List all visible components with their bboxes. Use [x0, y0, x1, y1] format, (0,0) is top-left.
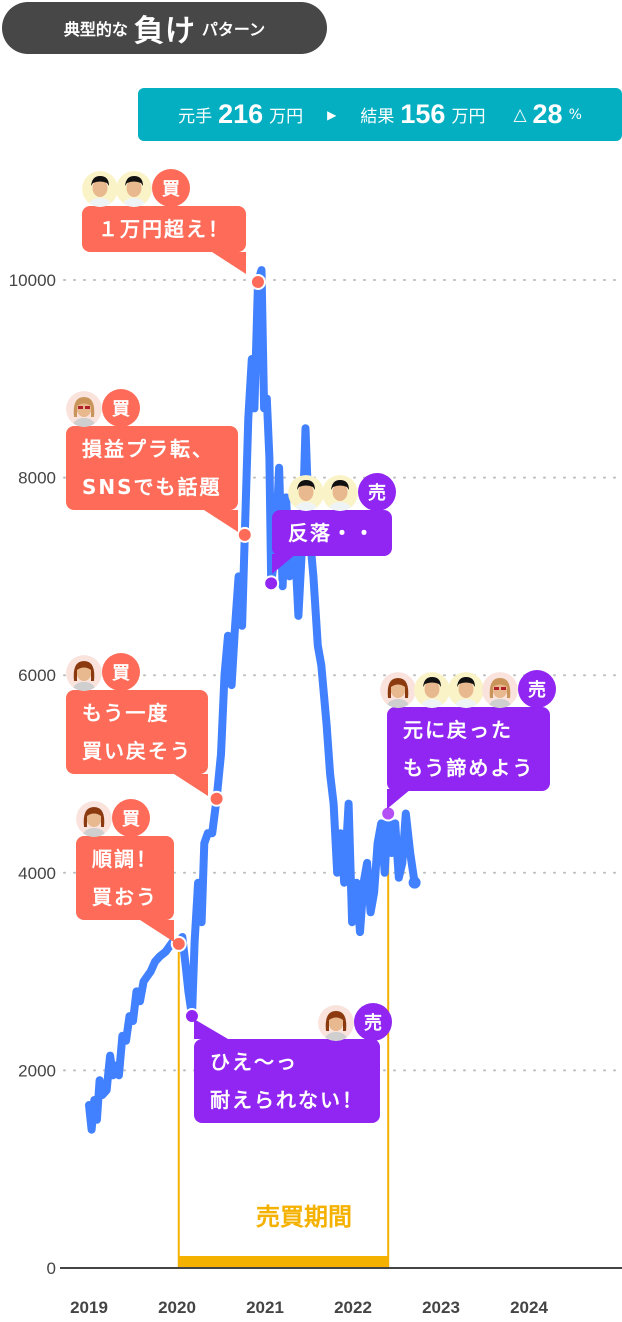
avatar-man-messy-hair-icon: [414, 672, 450, 708]
period-bar: [178, 1256, 389, 1268]
avatar-man-neat-hair-icon: [448, 672, 484, 708]
sell-annotation-bubble: 反落・・: [272, 510, 392, 556]
avatar-man-neat-hair-icon: [322, 475, 358, 511]
result-value: 156: [400, 99, 446, 129]
annotation-text-line: 耐えられない！: [210, 1088, 364, 1112]
avatar-man-messy-hair-icon: [288, 475, 324, 511]
buy-badge: 買: [112, 799, 150, 837]
start-unit: 万円: [269, 107, 304, 127]
avatar-woman-brown-hair-icon: [76, 801, 112, 837]
y-tick-label: 10000: [9, 271, 56, 290]
y-tick-label: 6000: [18, 666, 56, 685]
annotation-text-line: 損益プラ転、: [82, 437, 214, 461]
annotation-avatars: 買: [76, 799, 150, 837]
start-value: 216: [218, 99, 264, 129]
annotation-text-line: １万円超え！: [98, 217, 230, 241]
result-label: 結果: [360, 107, 395, 127]
x-tick-label: 2020: [158, 1298, 196, 1317]
result-unit: 万円: [451, 107, 486, 127]
x-tick-label: 2021: [246, 1298, 284, 1317]
x-tick-label: 2022: [334, 1298, 372, 1317]
buy-badge: 買: [102, 653, 140, 691]
loss-mark: △: [513, 104, 527, 125]
avatar-man-neat-hair-icon: [116, 171, 152, 207]
avatar-woman-glasses-icon: [66, 391, 102, 427]
annotation-text-line: 反落・・: [288, 521, 376, 545]
last-price-point: [408, 876, 421, 889]
buy-point: [236, 526, 253, 543]
avatar-woman-brown-hair-icon: [380, 672, 416, 708]
x-tick-label: 2019: [70, 1298, 108, 1317]
annotation-avatars: 売: [318, 1003, 392, 1041]
avatar-woman-brown-hair-icon: [66, 655, 102, 691]
buy-annotation-bubble: １万円超え！: [82, 206, 246, 252]
annotation-avatars: 買: [66, 653, 140, 691]
y-tick-label: 4000: [18, 864, 56, 883]
annotation-text-line: 順調！: [92, 847, 158, 871]
buy-point: [208, 790, 225, 807]
buy-badge: 買: [152, 169, 190, 207]
avatar-man-messy-hair-icon: [82, 171, 118, 207]
buy-annotation-bubble: 損益プラ転、 SNSでも話題: [66, 426, 238, 510]
y-tick-label: 0: [47, 1259, 56, 1278]
avatar-woman-brown-hair-icon: [318, 1005, 354, 1041]
annotation-text-line: 買おう: [92, 885, 158, 909]
sell-point: [263, 575, 280, 592]
sell-annotation-bubble: 元に戻ったもう諦めよう: [387, 707, 551, 791]
buy-point: [249, 273, 266, 290]
x-tick-label: 2023: [422, 1298, 460, 1317]
chart-title-pill: 典型的な 負け パターン: [2, 2, 327, 54]
y-tick-label: 2000: [18, 1061, 56, 1080]
annotation-text-line: もう一度: [82, 701, 170, 725]
start-label: 元手: [178, 107, 213, 127]
annotation-text-line: SNSでも話題: [82, 475, 222, 499]
buy-annotation-bubble: もう一度買い戻そう: [66, 690, 208, 774]
buy-badge: 買: [102, 389, 140, 427]
annotation-text-line: 元に戻った: [403, 718, 513, 742]
price-line: [85, 266, 419, 1134]
bubble-tail: [174, 774, 208, 796]
bubble-tail: [212, 252, 246, 274]
sell-badge: 売: [354, 1003, 392, 1041]
trading-period-label: 売買期間: [256, 1203, 352, 1231]
play-triangle-icon: ▶: [327, 107, 337, 122]
x-tick-label: 2024: [510, 1298, 548, 1317]
loss-value: 28: [532, 99, 563, 129]
title-suffix: パターン: [201, 20, 266, 39]
title-main: 負け: [133, 14, 196, 49]
annotation-avatars: 売: [380, 670, 556, 708]
annotation-avatars: 売: [288, 473, 396, 511]
summary-banner: 元手 216 万円 ▶ 結果 156 万円 △ 28 %: [138, 88, 622, 141]
annotation-text-line: 買い戻そう: [82, 739, 192, 763]
bubble-tail: [272, 554, 296, 574]
buy-point: [170, 935, 187, 952]
annotation-avatars: 買: [82, 169, 190, 207]
annotation-avatars: 買: [66, 389, 140, 427]
avatar-woman-glasses-icon: [482, 672, 518, 708]
annotation-text-line: ひえ〜っ: [210, 1050, 298, 1074]
y-tick-label: 8000: [18, 469, 56, 488]
title-prefix: 典型的な: [63, 20, 128, 39]
bubble-tail: [204, 510, 238, 532]
bubble-tail: [387, 789, 411, 809]
sell-badge: 売: [518, 670, 556, 708]
annotation-text-line: もう諦めよう: [403, 756, 535, 780]
sell-badge: 売: [358, 473, 396, 511]
buy-annotation-bubble: 順調！ 買おう: [76, 836, 174, 920]
sell-annotation-bubble: ひえ〜っ耐えられない！: [194, 1039, 380, 1123]
bubble-tail: [140, 920, 174, 942]
bubble-tail: [194, 1019, 228, 1039]
loss-unit: %: [568, 106, 582, 123]
